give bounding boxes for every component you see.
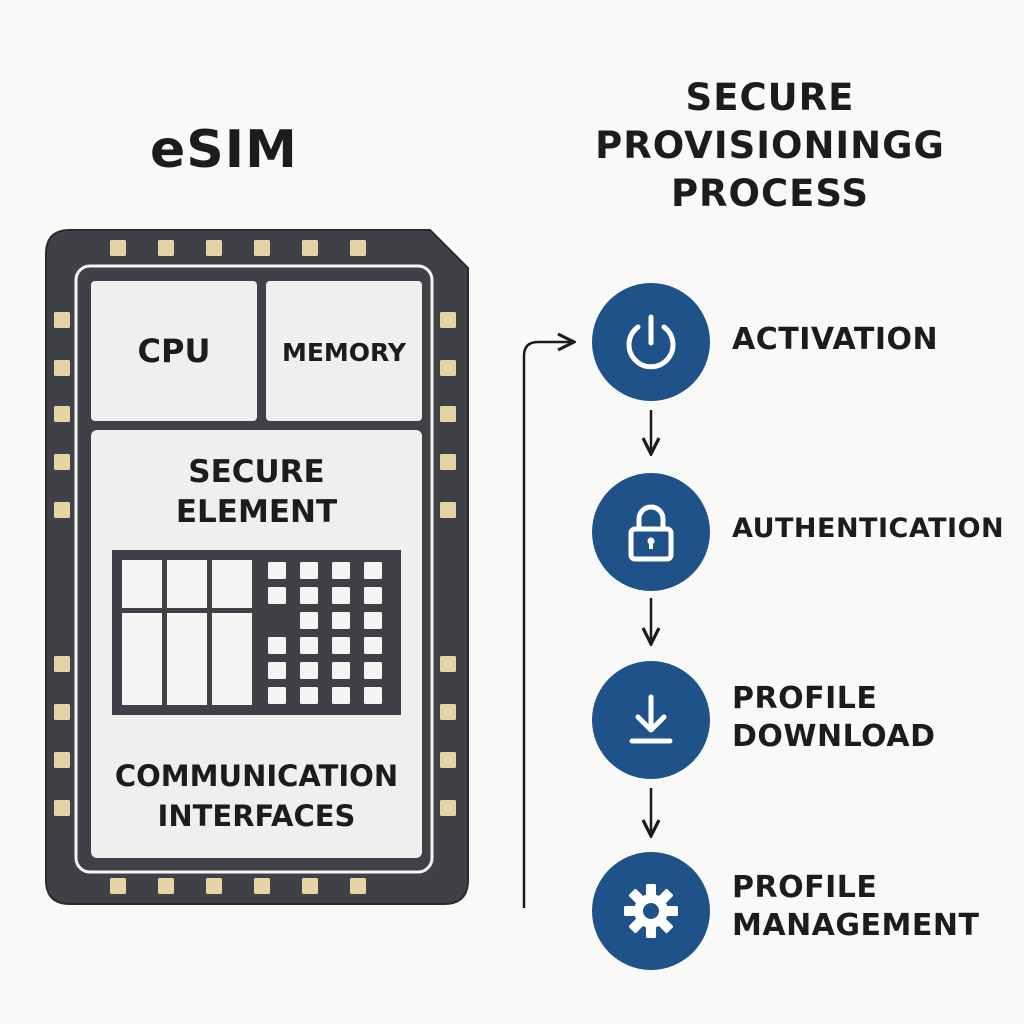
contact-pad [54, 704, 70, 720]
profile-management-line-2: MANAGEMENT [732, 908, 980, 943]
contact-pad [440, 312, 456, 328]
contact-pad [110, 240, 126, 256]
contact-pad [206, 240, 222, 256]
secure-element-line-2: ELEMENT [175, 494, 338, 530]
contact-pad [302, 240, 318, 256]
secure-element-line-1: SECURE [188, 454, 325, 490]
contact-pad [158, 878, 174, 894]
matrix-cell [300, 587, 318, 604]
contact-pad [54, 752, 70, 768]
matrix-cell [332, 612, 350, 629]
contact-pad [54, 800, 70, 816]
authentication-label: AUTHENTICATION [732, 513, 1005, 544]
contact-pad [254, 878, 270, 894]
profile-management-line-1: PROFILE [732, 870, 878, 905]
step-label-profile-management: PROFILE MANAGEMENT [732, 869, 979, 945]
step-label-authentication: AUTHENTICATION [732, 510, 1004, 548]
matrix-cell [300, 637, 318, 654]
matrix-cell [364, 587, 382, 604]
matrix-cell [300, 562, 318, 579]
contact-pad [158, 240, 174, 256]
communication-interfaces-label: COMMUNICATION INTERFACES [91, 756, 422, 836]
contact-pad [440, 656, 456, 672]
communication-line-1: COMMUNICATION [114, 759, 399, 793]
contact-pads [54, 240, 456, 894]
download-icon [629, 694, 673, 744]
matrix-cell [300, 612, 318, 629]
contact-pad [254, 240, 270, 256]
step-circle-profile-download [592, 661, 710, 779]
step-circle-authentication [592, 473, 710, 591]
memory-panel [266, 281, 422, 421]
secure-element-matrix [112, 550, 401, 715]
contact-pad [110, 878, 126, 894]
process-title-line-1: SECURE [685, 76, 855, 119]
process-title-line-3: PROCESS [670, 172, 870, 215]
contact-pad [440, 454, 456, 470]
matrix-cell [332, 637, 350, 654]
matrix-cell [300, 662, 318, 679]
contact-pad [440, 800, 456, 816]
matrix-cell [300, 687, 318, 704]
contact-pad [54, 312, 70, 328]
matrix-cell [268, 637, 286, 654]
contact-pad [440, 360, 456, 376]
contact-pad [440, 752, 456, 768]
contact-pad [54, 656, 70, 672]
profile-download-line-2: DOWNLOAD [732, 719, 936, 754]
contact-pad [440, 502, 456, 518]
matrix-cell [268, 687, 286, 704]
contact-pad [54, 454, 70, 470]
matrix-cell [364, 637, 382, 654]
lock-icon [628, 504, 674, 562]
contact-pad [54, 360, 70, 376]
process-title: SECURE PROVISIONINGG PROCESS [560, 74, 980, 218]
contact-pad [54, 406, 70, 422]
contact-pad [440, 704, 456, 720]
profile-download-line-1: PROFILE [732, 681, 878, 716]
communication-line-2: INTERFACES [157, 799, 356, 833]
power-icon [626, 314, 676, 370]
step-circle-activation [592, 283, 710, 401]
contact-pad [54, 502, 70, 518]
matrix-cell [332, 587, 350, 604]
contact-pad [350, 878, 366, 894]
cpu-panel [91, 281, 257, 421]
matrix-cell [364, 612, 382, 629]
matrix-cell [332, 687, 350, 704]
matrix-cell [268, 662, 286, 679]
activation-label: ACTIVATION [732, 322, 939, 357]
step-circle-profile-management [592, 852, 710, 970]
process-title-line-2: PROVISIONINGG [595, 124, 945, 167]
matrix-cell [268, 562, 286, 579]
matrix-cell [332, 562, 350, 579]
esim-title: eSIM [150, 120, 298, 180]
contact-pad [440, 406, 456, 422]
step-label-activation: ACTIVATION [732, 321, 938, 359]
matrix-cell [332, 662, 350, 679]
matrix-cell [364, 662, 382, 679]
matrix-cell [364, 687, 382, 704]
contact-pad [206, 878, 222, 894]
matrix-cell [268, 587, 286, 604]
memory-label: MEMORY [281, 338, 407, 367]
contact-pad [350, 240, 366, 256]
step-label-profile-download: PROFILE DOWNLOAD [732, 680, 935, 756]
matrix-cell [364, 562, 382, 579]
contact-pad [302, 878, 318, 894]
secure-element-label: SECURE ELEMENT [91, 452, 422, 532]
chip-inner-rim [74, 264, 434, 874]
gear-icon [624, 884, 678, 938]
cpu-label: CPU [137, 332, 211, 370]
